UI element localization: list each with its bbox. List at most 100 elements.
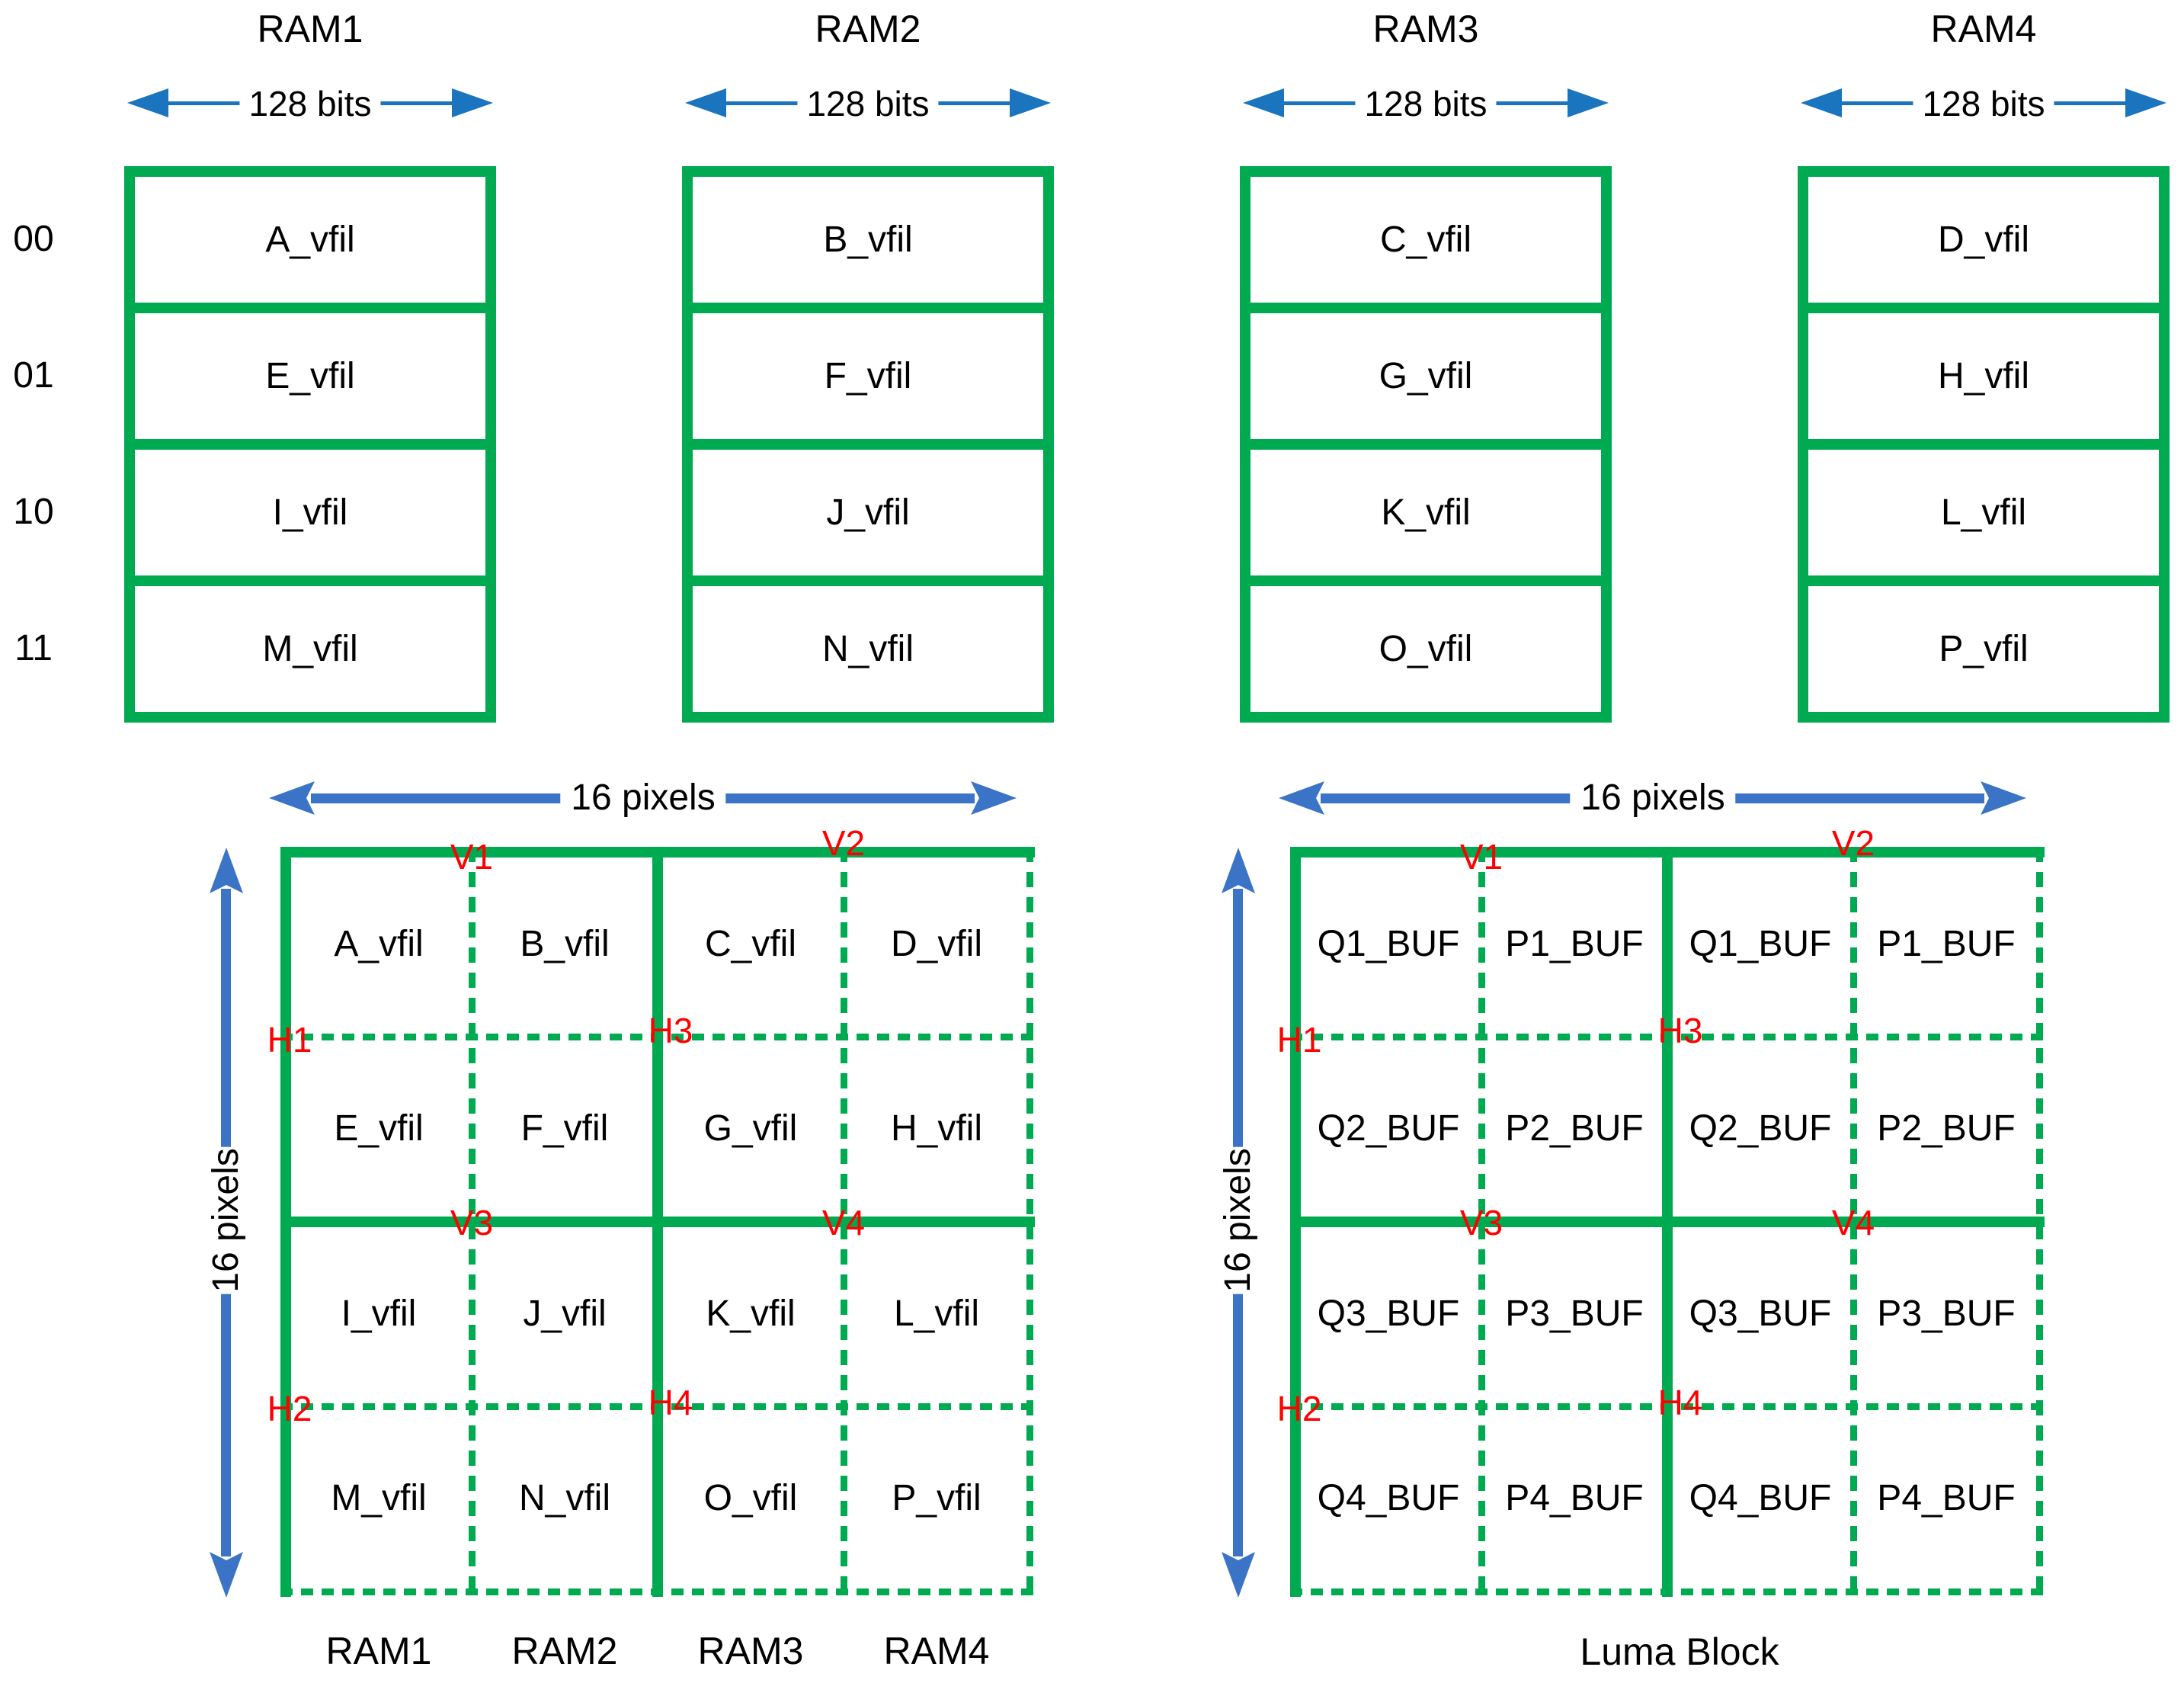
grid1-height-label: 16 pixels <box>197 1146 255 1294</box>
ram2-row-10: J_vfil <box>693 450 1043 586</box>
ram1-title: RAM1 <box>257 8 363 50</box>
grid-cell: O_vfil <box>703 1478 798 1518</box>
grid-cell: P3_BUF <box>1877 1294 2016 1334</box>
grid-cell: A_vfil <box>334 924 424 964</box>
arrow-up-icon <box>1222 848 1255 893</box>
arrow-left-icon <box>1279 781 1324 815</box>
ram4-row-01: H_vfil <box>1808 313 2159 450</box>
grid1-bottom-label: RAM1 <box>325 1630 432 1672</box>
arrow-right-icon <box>1981 781 2026 815</box>
ram3-row-00: C_vfil <box>1251 177 1601 313</box>
grid-cell: P2_BUF <box>1505 1108 1644 1149</box>
grid-cell: Q4_BUF <box>1317 1478 1460 1518</box>
ram2-table: B_vfil F_vfil J_vfil N_vfil <box>682 166 1054 723</box>
ram4-row-10: L_vfil <box>1808 450 2159 586</box>
marker-h1: H1 <box>1276 1020 1322 1059</box>
arrow-down-icon <box>210 1552 243 1598</box>
grid2-bottom-label: Luma Block <box>1580 1630 1779 1673</box>
marker-h2: H2 <box>1276 1389 1322 1428</box>
marker-v3: V3 <box>450 1203 494 1242</box>
arrow-right-icon <box>1010 88 1051 117</box>
ram2-title: RAM2 <box>815 8 921 50</box>
ram3-title: RAM3 <box>1372 8 1479 50</box>
grid-cell: P_vfil <box>892 1478 982 1518</box>
arrow-right-icon <box>971 781 1017 815</box>
grid-cell: P3_BUF <box>1505 1294 1644 1334</box>
marker-h3: H3 <box>648 1011 693 1050</box>
grid-cell: E_vfil <box>334 1108 424 1149</box>
marker-v2: V2 <box>821 823 866 863</box>
marker-v3: V3 <box>1459 1203 1504 1242</box>
marker-h4: H4 <box>1657 1383 1703 1422</box>
grid2-width-label: 16 pixels <box>1570 778 1736 818</box>
ram3-row-11: O_vfil <box>1379 629 1473 669</box>
marker-h1: H1 <box>267 1020 312 1059</box>
grid1-width-label: 16 pixels <box>560 778 726 818</box>
ram2-row-01: F_vfil <box>693 313 1043 450</box>
grid-cell: Q2_BUF <box>1689 1108 1832 1149</box>
address-label-10: 10 <box>13 492 54 532</box>
ram1-row-10: I_vfil <box>135 450 485 586</box>
ram2-width-label: 128 bits <box>797 85 939 123</box>
grid2-height-label: 16 pixels <box>1209 1146 1267 1294</box>
grid-cell: H_vfil <box>890 1108 983 1149</box>
address-label-01: 01 <box>13 355 54 396</box>
arrow-right-icon <box>452 88 493 117</box>
ram1-table: A_vfil E_vfil I_vfil M_vfil <box>124 166 496 723</box>
grid-cell: L_vfil <box>893 1294 980 1334</box>
ram1-row-11: M_vfil <box>262 629 358 669</box>
ram3-table: C_vfil G_vfil K_vfil O_vfil <box>1240 166 1612 723</box>
ram3-row-10: K_vfil <box>1251 450 1601 586</box>
marker-v4: V4 <box>1831 1203 1875 1242</box>
ram4-row-00: D_vfil <box>1808 177 2159 313</box>
ram1-row-01: E_vfil <box>135 313 485 450</box>
grid-cell: Q4_BUF <box>1689 1478 1832 1518</box>
grid-cell: C_vfil <box>704 924 797 964</box>
grid-cell: K_vfil <box>706 1294 796 1334</box>
ram2-row-11: N_vfil <box>821 629 914 669</box>
grid-cell: Q2_BUF <box>1317 1108 1460 1149</box>
grid-line-solid <box>1290 1217 2045 1227</box>
marker-h3: H3 <box>1657 1011 1703 1050</box>
arrow-up-icon <box>210 848 243 893</box>
grid-cell: I_vfil <box>341 1294 417 1334</box>
grid-cell: Q1_BUF <box>1317 924 1460 964</box>
grid-cell: M_vfil <box>331 1478 427 1518</box>
grid1-bottom-label: RAM2 <box>511 1630 618 1672</box>
marker-h4: H4 <box>648 1383 693 1422</box>
grid-line-solid <box>280 1217 1035 1227</box>
address-label-11: 11 <box>14 628 53 668</box>
grid-cell: P2_BUF <box>1877 1108 2016 1149</box>
grid-cell: Q3_BUF <box>1317 1294 1460 1334</box>
grid-cell: P1_BUF <box>1877 924 2016 964</box>
ram4-title: RAM4 <box>1930 8 2037 50</box>
ram1-row-00: A_vfil <box>135 177 485 313</box>
arrow-left-icon <box>127 88 168 117</box>
arrow-right-icon <box>2125 88 2166 117</box>
arrow-left-icon <box>1243 88 1284 117</box>
marker-h2: H2 <box>267 1389 312 1428</box>
ram4-row-11: P_vfil <box>1939 629 2029 669</box>
grid-cell: B_vfil <box>520 924 610 964</box>
grid-cell: G_vfil <box>703 1108 798 1149</box>
grid-cell: P4_BUF <box>1505 1478 1644 1518</box>
arrow-right-icon <box>1568 88 1609 117</box>
grid-cell: F_vfil <box>520 1108 609 1149</box>
grid1-bottom-label: RAM3 <box>697 1630 804 1672</box>
arrow-left-icon <box>269 781 315 815</box>
marker-v1: V1 <box>1459 837 1504 877</box>
ram1-width-label: 128 bits <box>239 85 381 123</box>
marker-v1: V1 <box>450 837 494 877</box>
ram3-row-01: G_vfil <box>1251 313 1601 450</box>
grid-cell: P4_BUF <box>1877 1478 2016 1518</box>
ram4-table: D_vfil H_vfil L_vfil P_vfil <box>1798 166 2170 723</box>
grid1-bottom-label: RAM4 <box>883 1630 990 1672</box>
grid-cell: N_vfil <box>518 1478 611 1518</box>
address-label-00: 00 <box>13 219 54 259</box>
marker-v4: V4 <box>821 1203 866 1242</box>
arrow-down-icon <box>1222 1552 1255 1598</box>
ram4-width-label: 128 bits <box>1913 85 2054 123</box>
grid-cell: P1_BUF <box>1505 924 1644 964</box>
grid-cell: D_vfil <box>890 924 983 964</box>
